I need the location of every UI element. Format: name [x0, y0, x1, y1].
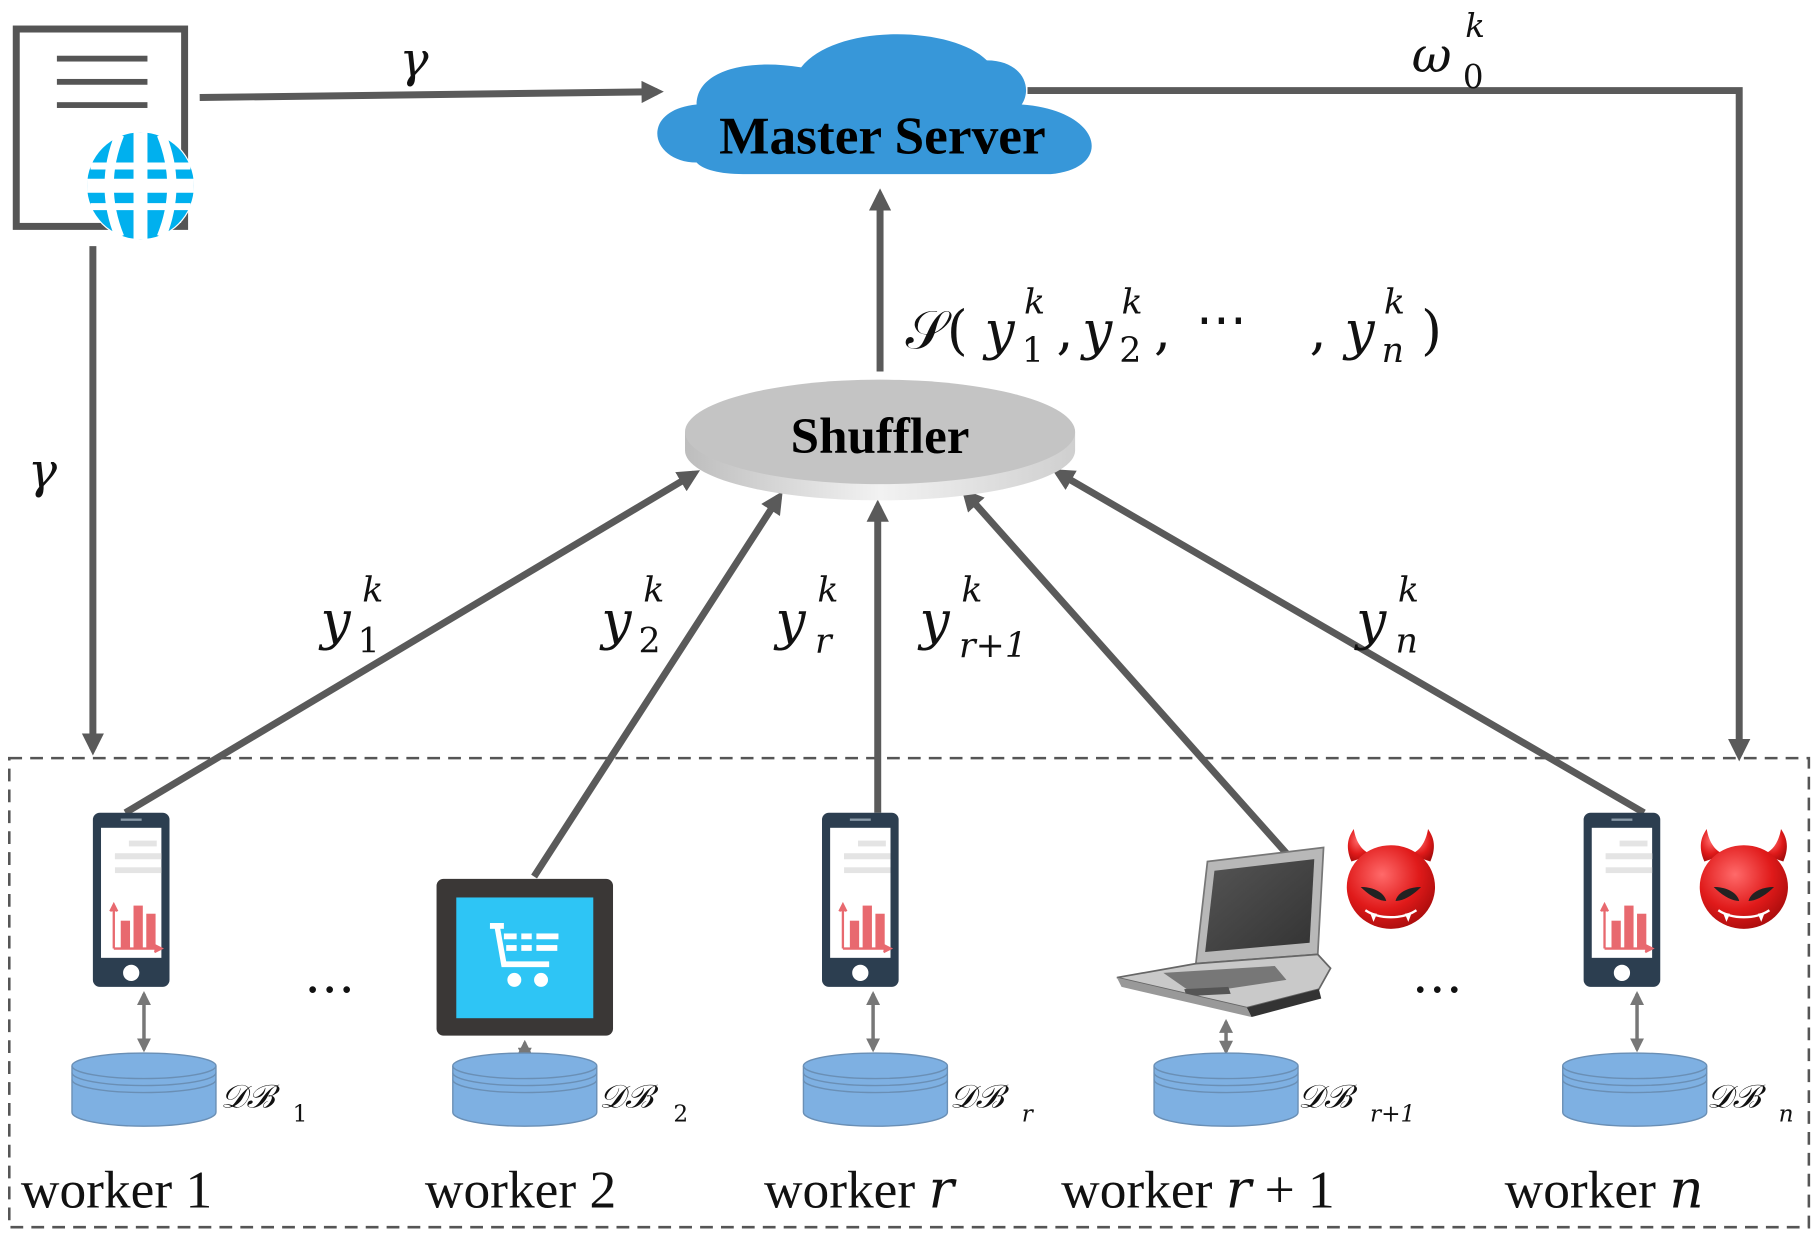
svg-text:k: k — [643, 570, 664, 610]
svg-text:1: 1 — [1022, 331, 1044, 371]
svg-text:y: y — [1342, 298, 1375, 361]
worker-r-plus-1: 𝒟ℬ r+1 worker r + 1 — [1061, 827, 1437, 1220]
edge-publisher-to-server — [199, 80, 664, 104]
worker-2: 𝒟ℬ 2 worker 2 — [425, 878, 688, 1219]
edge-workerr1-to-shuffler — [961, 488, 1290, 856]
svg-text:0: 0 — [1463, 58, 1484, 96]
laptop-icon — [1116, 846, 1332, 1018]
shuffled-set-label: 𝒮( y k 1 , y k 2 , ⋯ , y k n ) — [906, 282, 1442, 371]
worker-1: 𝒟ℬ 1 worker 1 — [21, 811, 308, 1219]
upload-label-worker-n: y k n — [1354, 570, 1419, 661]
worker-n: 𝒟ℬ n worker n — [1505, 811, 1794, 1220]
svg-text:n: n — [1382, 331, 1404, 371]
master-server-node: Master Server — [657, 34, 1092, 175]
svg-text:k: k — [1384, 282, 1405, 322]
database-icon — [1562, 1052, 1708, 1127]
svg-text:r+1: r+1 — [1370, 1101, 1415, 1128]
upload-label-worker-2: y k 2 — [599, 570, 664, 661]
svg-text:y: y — [983, 298, 1016, 361]
svg-text:1: 1 — [293, 1101, 308, 1128]
master-server-label: Master Server — [719, 105, 1046, 165]
svg-text:k: k — [362, 570, 383, 610]
tablet-icon — [436, 878, 614, 1036]
svg-text:k: k — [1024, 282, 1045, 322]
svg-text:𝒟ℬ: 𝒟ℬ — [950, 1078, 1010, 1116]
svg-text:2: 2 — [673, 1101, 688, 1128]
svg-text:r: r — [815, 621, 834, 661]
svg-text:2: 2 — [639, 621, 661, 661]
devil-icon — [1698, 827, 1790, 930]
edge-worker2-to-shuffler — [531, 491, 783, 879]
shuffler-label: Shuffler — [791, 408, 970, 465]
svg-text:,: , — [1310, 298, 1327, 361]
gamma-label-left: γ — [28, 444, 58, 500]
web-document-icon — [12, 25, 196, 241]
svg-text:⋯: ⋯ — [1196, 291, 1247, 350]
edge-workern-to-shuffler — [1051, 469, 1646, 816]
upload-label-worker-r: y k r — [774, 570, 839, 661]
worker-r-plus-1-label: worker r + 1 — [1061, 1157, 1335, 1220]
svg-text:y: y — [1080, 298, 1113, 361]
worker-r: 𝒟ℬ r worker r — [764, 811, 1035, 1220]
globe-icon — [85, 131, 196, 241]
svg-text:k: k — [961, 570, 982, 610]
database-icon — [71, 1052, 217, 1127]
svg-text:k: k — [1465, 7, 1485, 45]
svg-text:y: y — [599, 589, 632, 652]
svg-text:r+1: r+1 — [959, 626, 1027, 666]
svg-text:y: y — [1354, 589, 1387, 652]
database-icon — [452, 1052, 598, 1127]
edge-worker1-to-shuffler — [123, 470, 701, 816]
svg-text:𝒟ℬ: 𝒟ℬ — [599, 1078, 659, 1116]
svg-text:k: k — [817, 570, 838, 610]
edge-server-to-workers — [1027, 87, 1751, 762]
svg-text:k: k — [1398, 570, 1419, 610]
phone-icon — [1582, 811, 1662, 989]
upload-label-worker-r1: y k r+1 — [918, 570, 1027, 666]
svg-text:k: k — [1122, 282, 1143, 322]
omega-label: ω k 0 — [1412, 7, 1485, 96]
phone-icon — [91, 811, 171, 989]
svg-text:y: y — [318, 589, 351, 652]
ellipsis-left: … — [304, 947, 355, 1006]
svg-text:y: y — [918, 589, 951, 652]
workers-group-box — [8, 756, 1811, 1229]
svg-text:r: r — [1022, 1101, 1035, 1128]
worker-2-label: worker 2 — [425, 1159, 616, 1219]
svg-text:1: 1 — [358, 621, 380, 661]
svg-text:𝒟ℬ: 𝒟ℬ — [1298, 1078, 1358, 1116]
svg-text:n: n — [1396, 621, 1418, 661]
svg-text:𝒮(: 𝒮( — [906, 298, 968, 361]
worker-n-label: worker n — [1505, 1157, 1704, 1220]
worker-r-label: worker r — [764, 1157, 958, 1220]
svg-text:𝒟ℬ: 𝒟ℬ — [221, 1078, 281, 1116]
svg-text:,: , — [1154, 298, 1171, 361]
database-icon — [802, 1052, 949, 1127]
database-icon — [1153, 1052, 1299, 1127]
svg-text:𝒟ℬ: 𝒟ℬ — [1707, 1078, 1767, 1116]
gamma-label-top: γ — [399, 33, 429, 89]
upload-label-worker-1: y k 1 — [318, 570, 383, 661]
svg-text:y: y — [774, 589, 807, 652]
worker-1-label: worker 1 — [21, 1159, 212, 1219]
svg-text:2: 2 — [1119, 331, 1141, 371]
svg-text:ω: ω — [1412, 28, 1452, 84]
svg-text:,: , — [1057, 298, 1074, 361]
shuffler-node: Shuffler — [685, 379, 1076, 501]
phone-icon — [820, 811, 900, 989]
devil-icon — [1345, 827, 1437, 930]
svg-text:): ) — [1421, 298, 1442, 361]
ellipsis-right: … — [1412, 947, 1463, 1006]
cloud-icon — [657, 34, 1092, 175]
svg-text:n: n — [1779, 1101, 1794, 1128]
